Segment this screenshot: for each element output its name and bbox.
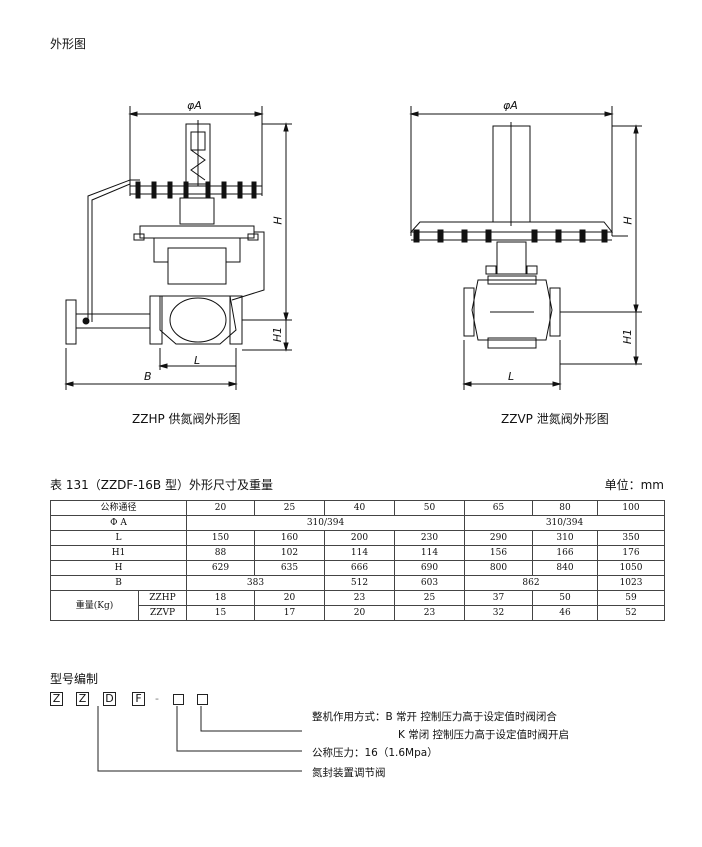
zzvp-drawing bbox=[409, 106, 642, 390]
dim-label-L-left: L bbox=[194, 354, 201, 367]
L-cell: 230 bbox=[394, 530, 466, 546]
zzhp-cell: 23 bbox=[324, 590, 396, 606]
row-label-zzvp: ZZVP bbox=[137, 605, 188, 621]
H-cell: 840 bbox=[532, 560, 599, 576]
L-cell: 150 bbox=[186, 530, 256, 546]
dn-cell: 25 bbox=[254, 500, 326, 516]
legend-pressure: 公称压力：16（1.6Mpa） bbox=[312, 747, 438, 759]
L-cell: 350 bbox=[597, 530, 666, 546]
zzhp-cell: 37 bbox=[464, 590, 534, 606]
table-row: B 383 512 603 862 1023 bbox=[49, 575, 666, 591]
H-cell: 800 bbox=[464, 560, 534, 576]
dn-cell: 20 bbox=[186, 500, 256, 516]
table-title: 表 131（ZZDF-16B 型）外形尺寸及重量 bbox=[50, 478, 273, 492]
dim-label-phiA-right: φA bbox=[503, 99, 518, 112]
zzvp-cell: 15 bbox=[186, 605, 256, 621]
H1-cell: 176 bbox=[597, 545, 666, 561]
row-label-phiA: Φ A bbox=[49, 515, 188, 531]
code-dash: - bbox=[155, 692, 159, 705]
zzvp-cell: 32 bbox=[464, 605, 534, 621]
zzvp-cell: 46 bbox=[532, 605, 599, 621]
zzhp-cell: 18 bbox=[186, 590, 256, 606]
H1-cell: 102 bbox=[254, 545, 326, 561]
dn-cell: 50 bbox=[394, 500, 466, 516]
zzhp-cell: 25 bbox=[394, 590, 466, 606]
legend-type: 氮封装置调节阀 bbox=[312, 767, 386, 779]
zzhp-cell: 20 bbox=[254, 590, 326, 606]
row-label-L: L bbox=[49, 530, 188, 546]
legend-action-k: K 常闭 控制压力高于设定值时阀开启 bbox=[398, 729, 570, 741]
row-label-dn: 公称通径 bbox=[49, 500, 188, 516]
row-label-H: H bbox=[49, 560, 188, 576]
dn-cell: 100 bbox=[597, 500, 666, 516]
table-row: ZZVP 15 17 20 23 32 46 52 bbox=[51, 605, 666, 621]
table-unit: 单位：mm bbox=[604, 478, 664, 492]
B-cell: 603 bbox=[394, 575, 466, 591]
legend-action: 整机作用方式：B 常开 控制压力高于设定值时阀闭合 bbox=[312, 711, 557, 723]
zzhp-drawing bbox=[64, 106, 292, 390]
H-cell: 690 bbox=[394, 560, 466, 576]
code-letter-3: D bbox=[103, 692, 116, 706]
B-cell: 512 bbox=[324, 575, 396, 591]
zzvp-cell: 20 bbox=[324, 605, 396, 621]
dim-label-H-left: H bbox=[271, 216, 285, 225]
zzhp-cell: 59 bbox=[597, 590, 666, 606]
row-label-weight: 重量(Kg) bbox=[50, 590, 139, 621]
phiA-cell: 310/394 bbox=[186, 515, 466, 531]
H-cell: 1050 bbox=[597, 560, 666, 576]
zzvp-cell: 52 bbox=[597, 605, 666, 621]
H-cell: 629 bbox=[186, 560, 256, 576]
dim-label-B: B bbox=[144, 370, 152, 383]
row-label-zzhp: ZZHP bbox=[137, 590, 188, 606]
page-title: 外形图 bbox=[50, 37, 87, 51]
L-cell: 290 bbox=[464, 530, 534, 546]
H1-cell: 114 bbox=[324, 545, 396, 561]
H1-cell: 156 bbox=[464, 545, 534, 561]
table-row: H1 88 102 114 114 156 166 176 bbox=[49, 545, 666, 561]
table-row: 公称通径 20 25 40 50 65 80 100 bbox=[49, 500, 666, 516]
H1-cell: 166 bbox=[532, 545, 599, 561]
code-letter-1: Z bbox=[50, 692, 63, 706]
table-row: H 629 635 666 690 800 840 1050 bbox=[49, 560, 666, 576]
H-cell: 666 bbox=[324, 560, 396, 576]
L-cell: 200 bbox=[324, 530, 396, 546]
code-slot-action bbox=[197, 694, 208, 705]
code-letter-4: F bbox=[132, 692, 145, 706]
dim-label-H1-right: H1 bbox=[621, 328, 635, 345]
code-slot-pressure bbox=[173, 694, 184, 705]
table-row: L 150 160 200 230 290 310 350 bbox=[49, 530, 666, 546]
table-row: 重量(Kg) ZZHP 18 20 23 25 37 50 59 bbox=[50, 590, 666, 621]
dn-cell: 65 bbox=[464, 500, 534, 516]
dim-label-L-right: L bbox=[508, 370, 515, 383]
dim-label-H1-left: H1 bbox=[271, 326, 285, 343]
L-cell: 310 bbox=[532, 530, 599, 546]
phiA-cell: 310/394 bbox=[464, 515, 666, 531]
zzvp-cell: 17 bbox=[254, 605, 326, 621]
dn-cell: 80 bbox=[532, 500, 599, 516]
dim-label-H-right: H bbox=[621, 216, 635, 225]
dim-label-phiA-left: φA bbox=[187, 99, 202, 112]
H1-cell: 114 bbox=[394, 545, 466, 561]
outline-drawings bbox=[64, 106, 642, 390]
zzvp-cell: 23 bbox=[394, 605, 466, 621]
L-cell: 160 bbox=[254, 530, 326, 546]
row-label-H1: H1 bbox=[49, 545, 188, 561]
zzhp-caption: ZZHP 供氮阀外形图 bbox=[132, 412, 241, 426]
table-row: Φ A 310/394 310/394 bbox=[49, 515, 666, 531]
B-cell: 1023 bbox=[597, 575, 666, 591]
code-letter-2: Z bbox=[76, 692, 89, 706]
spec-table: 公称通径 20 25 40 50 65 80 100 Φ A 310/394 3… bbox=[49, 500, 666, 621]
model-title: 型号编制 bbox=[50, 672, 99, 686]
H-cell: 635 bbox=[254, 560, 326, 576]
zzvp-caption: ZZVP 泄氮阀外形图 bbox=[501, 412, 609, 426]
B-cell: 862 bbox=[464, 575, 599, 591]
dn-cell: 40 bbox=[324, 500, 396, 516]
row-label-B: B bbox=[49, 575, 188, 591]
B-cell: 383 bbox=[186, 575, 326, 591]
zzhp-cell: 50 bbox=[532, 590, 599, 606]
H1-cell: 88 bbox=[186, 545, 256, 561]
